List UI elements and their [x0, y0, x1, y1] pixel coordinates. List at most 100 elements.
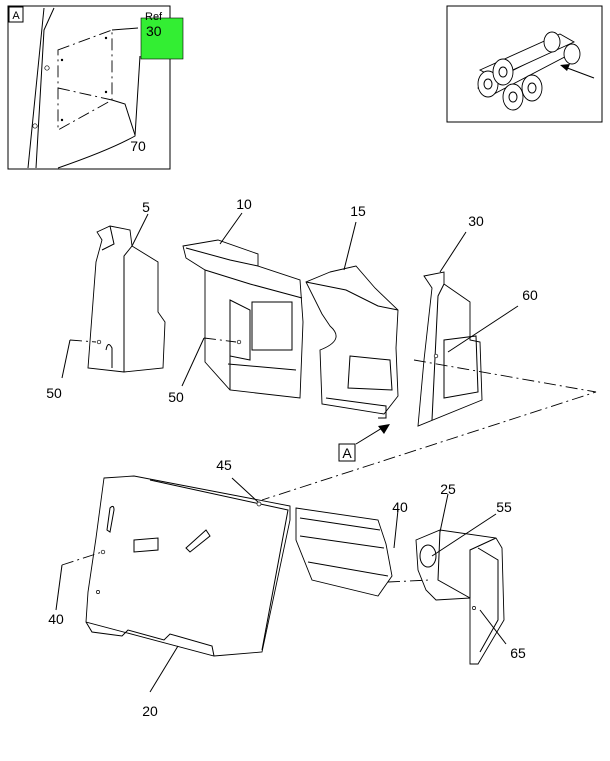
- detail-panel-edge: [27, 7, 45, 169]
- wheel-icon: [492, 58, 514, 86]
- callout-5[interactable]: 5: [142, 199, 150, 215]
- part-20-fastener-hole: [256, 501, 262, 507]
- leader-40-right: [393, 509, 399, 549]
- part-10-hole: [236, 339, 242, 345]
- part-10-outline: [182, 239, 304, 399]
- centerline-50-mid: [203, 337, 237, 343]
- part-25-inner: [477, 547, 499, 653]
- wheel-icon: [477, 70, 499, 98]
- part-15-recess: [347, 355, 393, 391]
- leader-30: [439, 231, 467, 273]
- callout-30[interactable]: 30: [468, 213, 484, 229]
- leader-15: [343, 221, 357, 271]
- part-20-bottom-flange: [85, 621, 215, 657]
- view-marker-a[interactable]: A: [338, 424, 390, 462]
- part-65-hole: [472, 606, 476, 610]
- part-30-hole: [433, 353, 439, 359]
- leader-5: [131, 213, 149, 247]
- part-5-slot: [105, 344, 113, 368]
- part-5-tab: [101, 225, 115, 251]
- leader-50-mid: [181, 337, 205, 387]
- callout-50-left[interactable]: 50: [46, 385, 62, 401]
- view-arrow-head-icon: [378, 424, 390, 434]
- centerline-50-left: [69, 339, 97, 343]
- callout-45[interactable]: 45: [216, 457, 232, 473]
- part-10[interactable]: [182, 212, 304, 399]
- detail-panel-body: [57, 55, 141, 169]
- callout-40-right[interactable]: 40: [392, 499, 408, 515]
- part-20-cutout: [185, 529, 211, 553]
- callout-60[interactable]: 60: [522, 287, 538, 303]
- wheel-icon: [521, 74, 543, 102]
- part-40-ribs: [299, 517, 389, 577]
- part-30-outline: [417, 271, 483, 427]
- callout-65[interactable]: 65: [510, 645, 526, 661]
- callout-55[interactable]: 55: [496, 499, 512, 515]
- callout-40-left[interactable]: 40: [48, 611, 64, 627]
- part-20-hole: [100, 549, 106, 555]
- part-20-outline: [85, 475, 291, 657]
- leader-20: [149, 645, 179, 693]
- wheel-hub-icon: [527, 82, 537, 94]
- part-20-edge: [149, 479, 289, 651]
- part-15-flange: [305, 281, 399, 311]
- part-10-base: [227, 356, 297, 390]
- leader-10: [219, 212, 243, 245]
- centerline-40-left: [61, 551, 103, 566]
- part-25-fold: [437, 529, 471, 599]
- part-40-duct[interactable]: [295, 507, 399, 597]
- leader-40-left: [55, 564, 63, 611]
- detail-dashed-fold: [57, 87, 113, 101]
- detail-tag-box: [8, 6, 24, 23]
- leader-60: [447, 305, 519, 353]
- part-5[interactable]: [87, 213, 166, 373]
- part-55-opening: [419, 544, 437, 568]
- part-20-hole: [96, 590, 100, 594]
- leader-45: [231, 477, 259, 503]
- ref-word: Ref: [145, 11, 163, 23]
- part-25-edge: [469, 537, 497, 598]
- part-10-recess: [229, 299, 251, 361]
- part-30-fold: [431, 283, 445, 421]
- detail-hole: [44, 65, 50, 71]
- callout-50-mid[interactable]: 50: [168, 389, 184, 405]
- leader-50-left: [61, 339, 71, 379]
- part-15-outline: [305, 265, 399, 415]
- part-15[interactable]: [305, 221, 399, 419]
- view-marker-label: A: [342, 445, 352, 461]
- detail-inset-a: A Ref 30 70: [7, 5, 184, 170]
- part-10-window: [251, 301, 293, 351]
- centerline-30-to-20: [261, 359, 597, 501]
- locator-arrow-head-icon: [560, 64, 570, 71]
- part-20-slot: [106, 505, 115, 533]
- detail-bolt: [60, 58, 64, 62]
- ref-highlight-box: [140, 17, 184, 60]
- leader-65: [479, 609, 507, 645]
- callout-70[interactable]: 70: [130, 138, 146, 154]
- wheel-hub-icon: [498, 66, 508, 78]
- part-25[interactable]: [415, 493, 507, 665]
- detail-bolt: [104, 90, 108, 94]
- detail-leader-70: [111, 99, 136, 136]
- callout-20[interactable]: 20: [142, 703, 158, 719]
- part-20[interactable]: [85, 475, 291, 693]
- part-5-outline: [87, 225, 166, 373]
- centerline-40-25: [387, 579, 431, 583]
- wheel-hub-icon: [508, 91, 518, 103]
- wheel-icon: [543, 31, 561, 53]
- detail-dashed-panel: [57, 29, 113, 131]
- view-marker-box: [338, 443, 356, 462]
- ref-number[interactable]: 30: [146, 23, 162, 39]
- part-15-lip: [325, 397, 387, 419]
- part-30[interactable]: [417, 231, 519, 427]
- part-25-outline: [415, 529, 505, 665]
- assembly-centerlines: [61, 337, 597, 583]
- wheel-icon: [502, 83, 524, 111]
- part-10-flange: [185, 247, 303, 299]
- detail-bolt: [104, 36, 108, 40]
- callout-25[interactable]: 25: [440, 481, 456, 497]
- callout-10[interactable]: 10: [236, 196, 252, 212]
- leader-55: [431, 513, 497, 557]
- callout-15[interactable]: 15: [350, 203, 366, 219]
- detail-bolt: [60, 118, 64, 122]
